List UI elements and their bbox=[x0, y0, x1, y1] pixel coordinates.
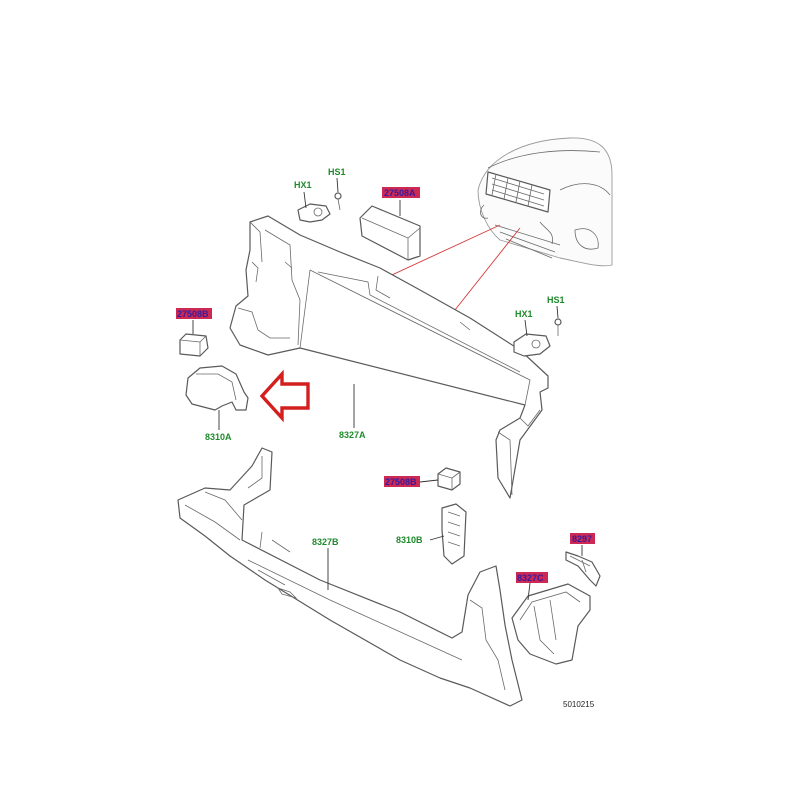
callout-8327a: 8327A bbox=[339, 430, 366, 440]
callout-highlight bbox=[516, 572, 548, 583]
callout-8310b: 8310B bbox=[396, 535, 423, 545]
callout-27508a: 27508A bbox=[384, 188, 416, 198]
callout-hs1-left: HS1 bbox=[328, 167, 346, 177]
bracket-27508b-left bbox=[179, 333, 209, 357]
arrow-icon bbox=[259, 369, 310, 423]
lower-corner-piece bbox=[511, 583, 591, 665]
vehicle-front-inset bbox=[477, 137, 613, 267]
callout-8297: 8297 bbox=[572, 534, 592, 544]
callout-27508b-right: 27508B bbox=[385, 477, 417, 487]
leader-line bbox=[336, 177, 339, 193]
callout-hx1-left: HX1 bbox=[294, 180, 312, 190]
upper-air-deflector bbox=[229, 215, 549, 499]
callout-highlight bbox=[570, 533, 595, 544]
leader-line bbox=[527, 582, 531, 601]
sensor-hx1-right bbox=[513, 333, 551, 357]
leader-line bbox=[419, 479, 439, 483]
callout-8310a: 8310A bbox=[205, 432, 232, 442]
callout-highlight bbox=[382, 187, 420, 198]
side-duct-left bbox=[185, 365, 249, 411]
callout-27508b-left: 27508B bbox=[177, 309, 209, 319]
lower-air-deflector bbox=[177, 447, 523, 707]
screw-hs1-right bbox=[554, 318, 562, 336]
bracket-27508a bbox=[359, 205, 421, 261]
section-line bbox=[446, 227, 521, 321]
callout-8327c: 8327C bbox=[517, 573, 544, 583]
callout-hx1-right: HX1 bbox=[515, 309, 533, 319]
bracket-27508b-right bbox=[437, 467, 461, 491]
leader-lines bbox=[192, 177, 583, 601]
screw-hs1-left bbox=[334, 192, 342, 211]
leader-line bbox=[524, 319, 528, 337]
sensor-hx1-left bbox=[297, 203, 331, 223]
callout-highlight bbox=[384, 476, 420, 487]
leader-line bbox=[556, 305, 559, 319]
callouts: HX1 HS1 HX1 HS1 8310A 8327A 8310B 8327B … bbox=[176, 167, 595, 583]
bracket-8297 bbox=[565, 551, 601, 587]
callout-hs1-right: HS1 bbox=[547, 295, 565, 305]
callout-highlight bbox=[176, 308, 212, 319]
callout-8327b: 8327B bbox=[312, 537, 339, 547]
side-duct-right bbox=[441, 503, 467, 565]
leader-line bbox=[429, 535, 445, 541]
reference-number: 5010215 bbox=[563, 700, 595, 709]
leader-line bbox=[303, 191, 307, 209]
